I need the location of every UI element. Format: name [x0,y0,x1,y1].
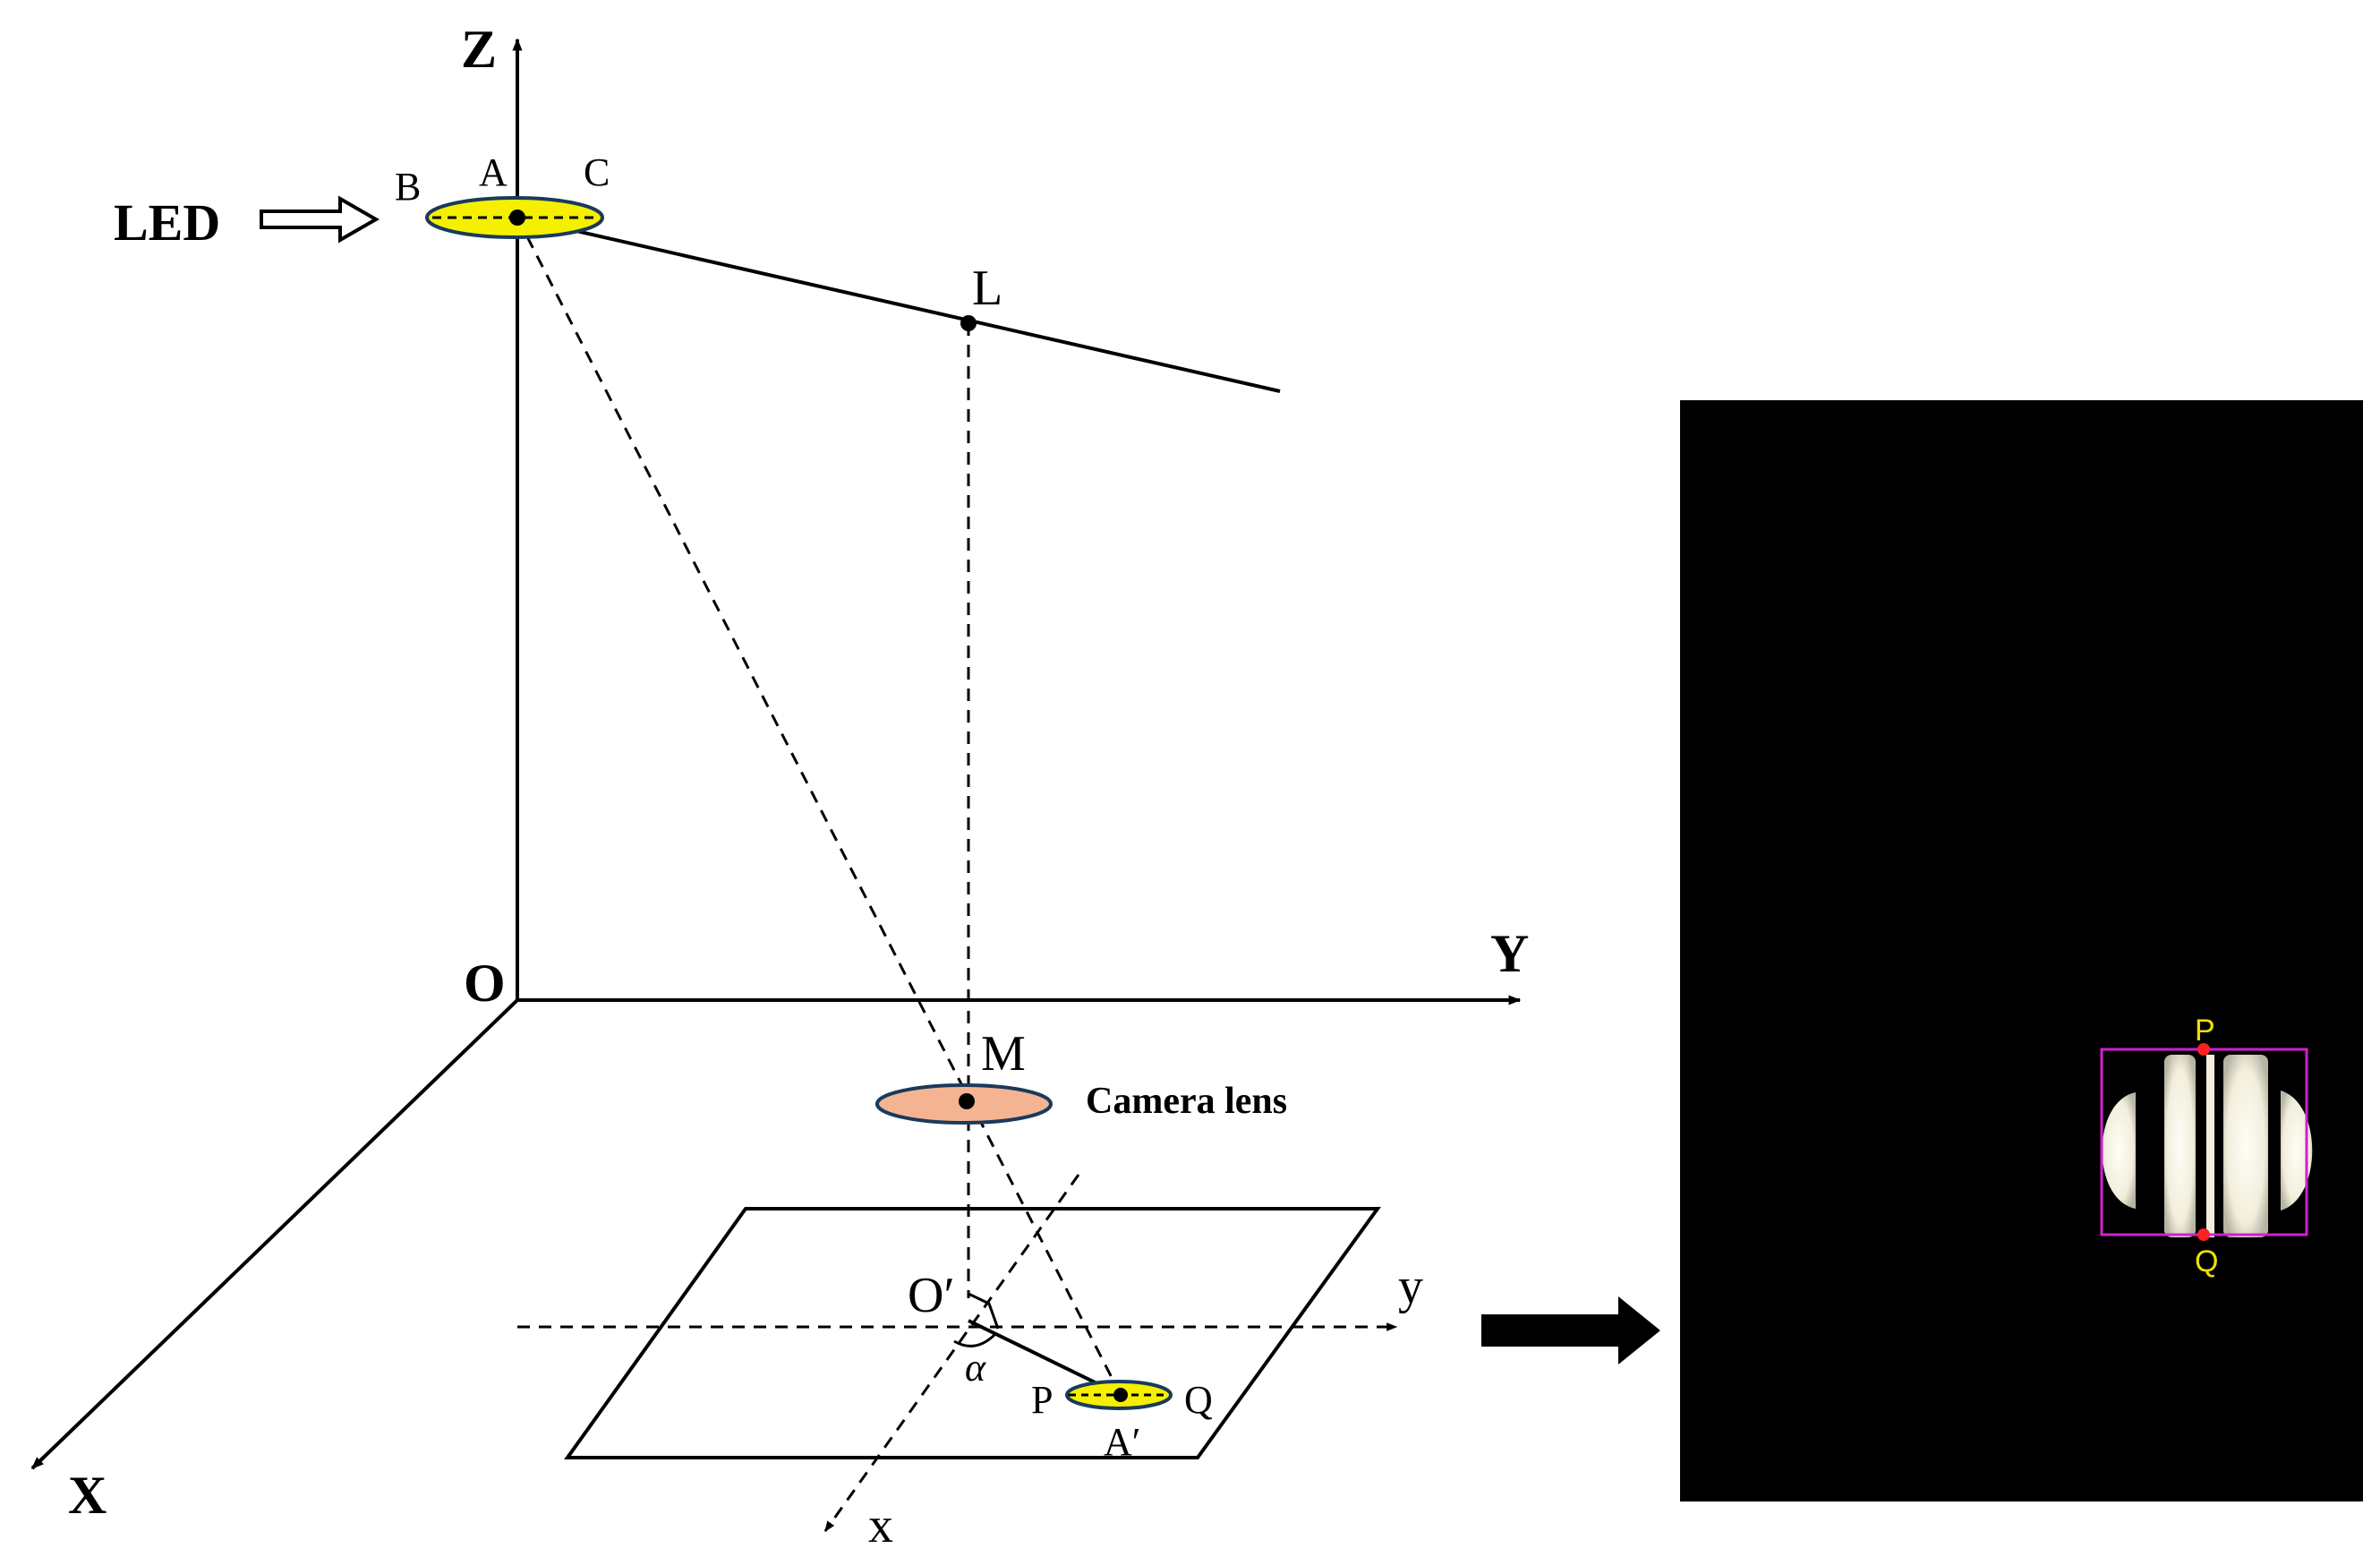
image-point-p-marker [2197,1043,2210,1056]
led-source: A B C LED [114,150,610,252]
x-axis [30,998,519,1470]
point-a-prime-dot [1113,1388,1128,1402]
point-b-label: B [395,165,421,209]
stripe-right-cap [2281,1091,2313,1211]
captured-image-background [1680,400,2363,1501]
captured-image-panel: P Q [1680,400,2363,1501]
point-l-dot [960,315,977,331]
stripe-left-cap [2102,1092,2136,1209]
world-axes: Z Y X O [30,20,1529,1525]
point-a-label: A [479,150,508,194]
stripe-2 [2206,1055,2214,1237]
point-c-label: C [584,150,610,194]
led-pointer-arrow-icon [260,195,380,244]
stripe-1 [2164,1055,2196,1237]
led-label: LED [114,193,220,252]
origin-label: O [464,954,506,1013]
z-axis-label: Z [461,20,497,79]
angle-alpha-label: α [965,1346,986,1390]
y-axis-label: Y [1490,924,1529,983]
point-a-dot [509,210,525,226]
image-point-q-marker [2197,1228,2210,1241]
plane-x-label: x [868,1498,893,1553]
to-captured-image-arrow-icon [1481,1296,1660,1365]
led-rail-line [516,216,1281,393]
ray-a-to-a-prime [516,217,1122,1396]
plane-point-q-label: Q [1184,1378,1213,1422]
o-prime-label: O′ [908,1268,955,1323]
point-m-dot [959,1093,975,1109]
plane-y-label: y [1398,1259,1423,1314]
image-plane: y x O′ α P Q A′ [517,1174,1423,1553]
image-plane-outline [564,1207,1381,1459]
led-stripe-pattern [2102,1055,2313,1237]
camera-lens-label: Camera lens [1086,1081,1287,1122]
plane-x-axis [823,1174,1080,1532]
point-l-label: L [972,261,1002,316]
stripe-3 [2223,1055,2268,1237]
plane-point-p-label: P [1031,1378,1053,1422]
x-axis-label: X [68,1466,107,1525]
right-angle-marker [968,1292,1000,1330]
point-a-prime-label: A′ [1104,1420,1140,1464]
camera-lens: M Camera lens [875,1026,1287,1125]
image-point-q-label: Q [2195,1245,2218,1279]
angle-alpha-arc [953,1332,997,1347]
point-m-label: M [981,1026,1026,1082]
image-point-p-label: P [2195,1014,2215,1048]
